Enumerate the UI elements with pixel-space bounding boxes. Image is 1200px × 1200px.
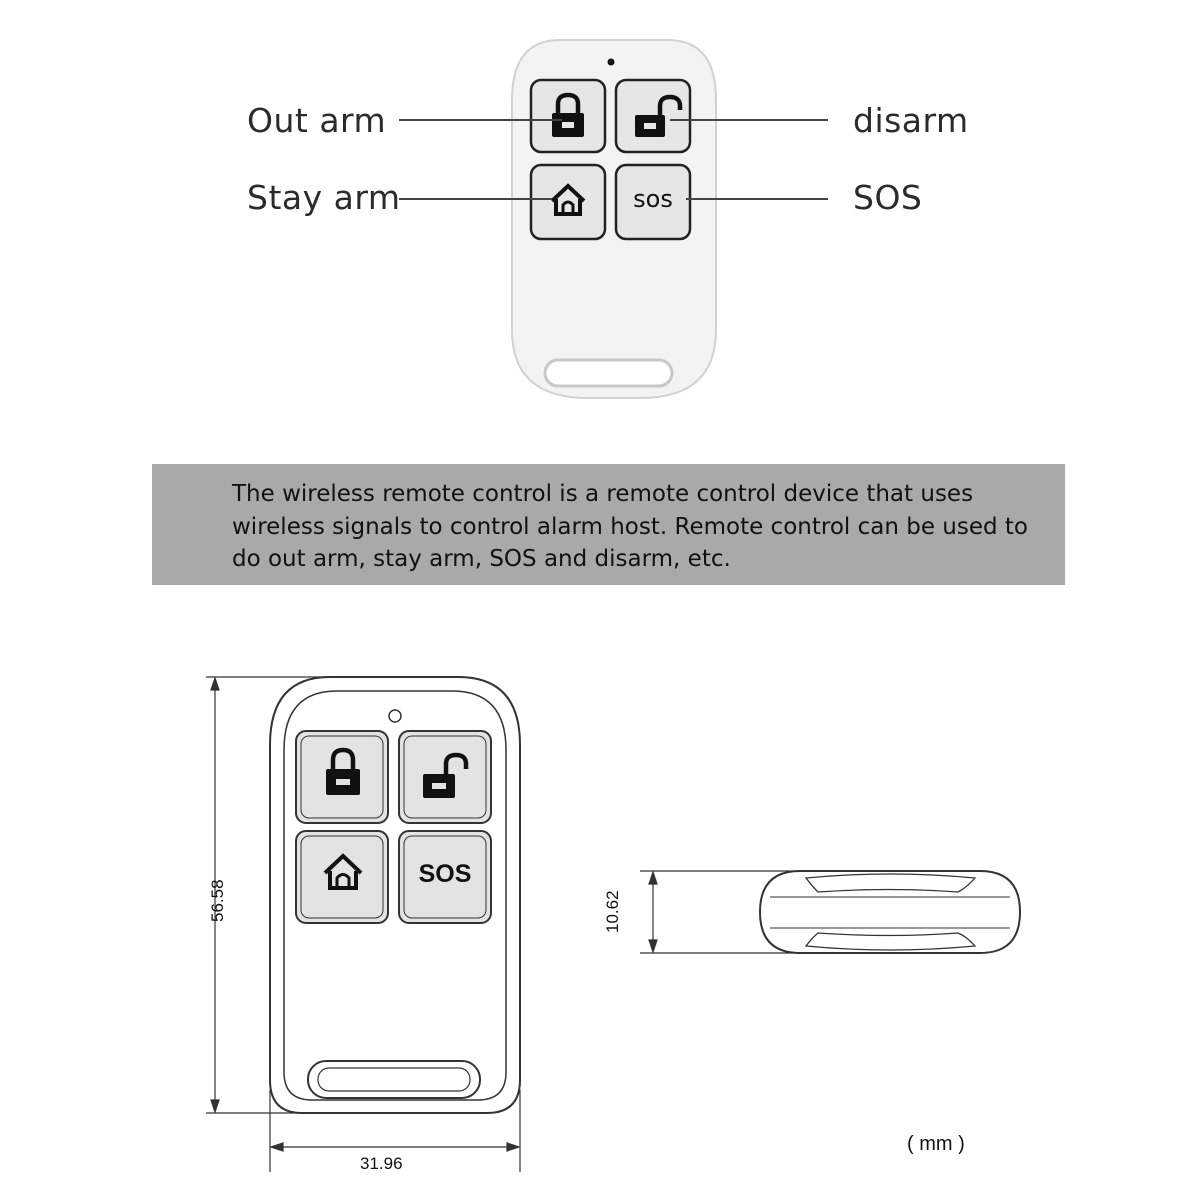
home-icon (550, 183, 586, 216)
home-icon (323, 853, 363, 890)
photo-button-disarm[interactable] (614, 78, 692, 154)
drawing-button-disarm[interactable] (398, 730, 492, 824)
keyring-slot (307, 1060, 481, 1099)
photo-sos-key-label: sos (633, 185, 673, 213)
drawing-button-out-arm[interactable] (295, 730, 389, 824)
lock-open-icon (423, 752, 469, 798)
label-sos: SOS (853, 178, 923, 217)
lock-open-icon (635, 94, 683, 137)
drawing-button-stay-arm[interactable] (295, 830, 389, 924)
lock-closed-icon (326, 747, 360, 795)
label-disarm: disarm (853, 101, 969, 140)
dimension-width (269, 1090, 521, 1172)
label-out-arm: Out arm (247, 101, 387, 140)
dimension-height (206, 676, 330, 1114)
led-indicator (388, 709, 402, 723)
description-box: The wireless remote control is a remote … (152, 464, 1065, 585)
thickness-dimension-label: 10.62 (603, 890, 622, 933)
drawing-sos-key-label: SOS (418, 860, 472, 888)
led-indicator (607, 58, 615, 66)
photo-button-sos[interactable] (614, 163, 692, 241)
label-stay-arm: Stay arm (247, 178, 401, 217)
description-text: The wireless remote control is a remote … (232, 481, 1028, 572)
remote-drawing-side (758, 870, 1022, 954)
height-dimension-label: 56.58 (208, 879, 227, 922)
width-dimension-label: 31.96 (360, 1154, 403, 1173)
dimension-thickness (640, 870, 800, 954)
unit-label: ( mm ) (907, 1133, 965, 1155)
keyring-slot (543, 358, 674, 388)
drawing-button-sos[interactable] (398, 830, 492, 924)
photo-button-stay-arm[interactable] (529, 163, 607, 241)
leader-lines (399, 119, 828, 200)
photo-button-out-arm[interactable] (529, 78, 607, 154)
